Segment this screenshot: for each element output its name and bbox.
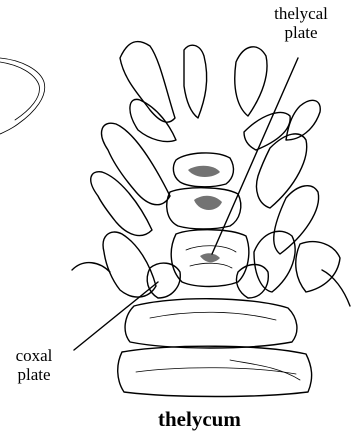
coxal-plate-leader-line bbox=[74, 282, 158, 350]
figure-caption: thelycum bbox=[158, 407, 268, 432]
left-loop-line-inner bbox=[0, 62, 39, 120]
coxal-plate-label: coxal plate bbox=[4, 346, 64, 384]
lower-legs bbox=[72, 231, 350, 306]
thelycum-central bbox=[118, 153, 312, 397]
middle-legs bbox=[91, 123, 319, 254]
thelycal-plate-label: thelycal plate bbox=[256, 4, 346, 42]
upper-legs bbox=[120, 42, 320, 150]
